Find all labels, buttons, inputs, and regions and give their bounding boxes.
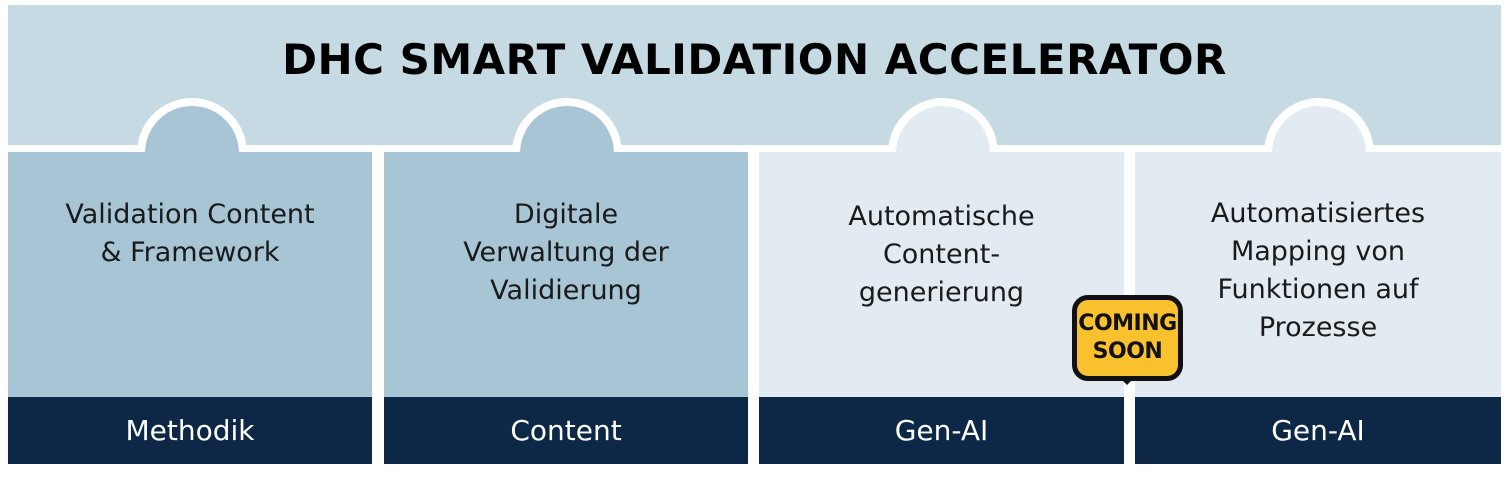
module-category-gen-ai-1: Gen-AI (759, 397, 1124, 464)
module-category-content: Content (384, 397, 748, 464)
module-label: Validation Content & Framework (65, 199, 315, 268)
module-panel-content: Digitale Verwaltung der Validierung (384, 152, 748, 397)
badge-line-2: SOON (1092, 339, 1163, 364)
module-panel-gen-ai-2: Automatisiertes Mapping von Funktionen a… (1135, 152, 1501, 397)
header-band (8, 5, 1501, 145)
module-panel-gen-ai-1: Automatische Content- generierung (759, 152, 1124, 397)
module-label: Automatisiertes Mapping von Funktionen a… (1210, 198, 1426, 343)
module-label: Automatische Content- generierung (848, 201, 1035, 308)
module-panel-methodik: Validation Content & Framework (8, 152, 372, 397)
diagram-title: DHC SMART VALIDATION ACCELERATOR (282, 35, 1227, 84)
module-category-gen-ai-2: Gen-AI (1135, 397, 1501, 464)
badge-tip-icon (1122, 380, 1132, 385)
badge-line-1: COMING (1078, 311, 1177, 336)
module-label: Digitale Verwaltung der Validierung (463, 199, 669, 306)
coming-soon-badge: COMING SOON (1072, 295, 1183, 381)
module-category-methodik: Methodik (8, 397, 372, 464)
